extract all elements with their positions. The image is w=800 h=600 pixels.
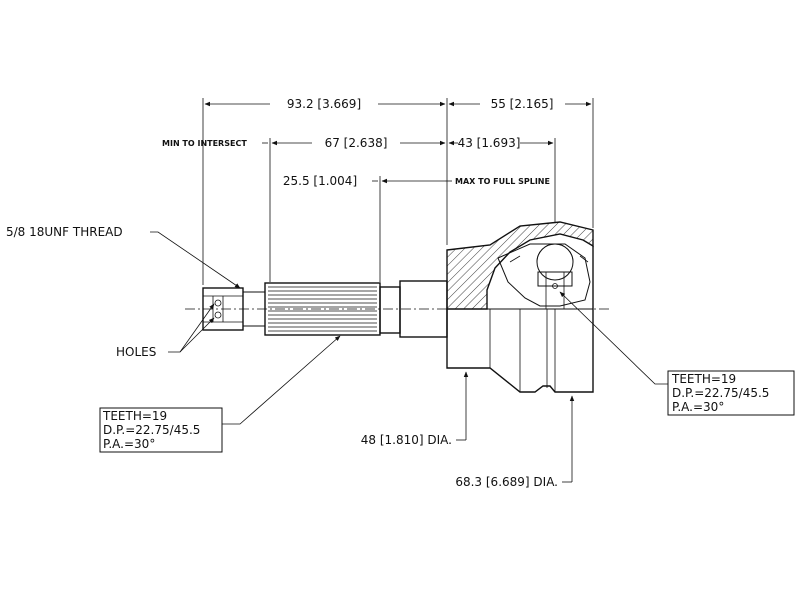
spline-left-dp: D.P.=22.75/45.5 [103,423,200,437]
spline-right-teeth: TEETH=19 [671,372,736,386]
dim-min-to-intersect-label: MIN TO INTERSECT [162,139,247,148]
dim-max-to-full-spline-label: MAX TO FULL SPLINE [455,177,550,186]
joint-body-lower [446,309,594,393]
thread-note: 5/8 18UNF THREAD [6,225,123,239]
cage-window [537,271,573,287]
dim-spline-length: 25.5 [1.004] [283,174,357,188]
joint-body-section [446,221,594,310]
hole-lower-icon [214,311,222,319]
spline-spec-right: TEETH=19 D.P.=22.75/45.5 P.A.=30° [667,370,795,416]
dim-neck-dia: 48 [1.810] DIA. [361,433,452,447]
spline-teeth [268,286,377,332]
hole-upper-icon [214,299,222,307]
spline-left-pa: P.A.=30° [103,437,155,451]
dim-overall-left: 93.2 [3.669] [287,97,361,111]
spline-right-dp: D.P.=22.75/45.5 [672,386,769,400]
holes-note: HOLES [116,345,156,359]
dimension-lines [150,101,668,483]
dim-overall-right: 55 [2.165] [491,97,554,111]
shaft-shoulder [379,286,401,334]
extension-lines [202,98,594,285]
dim-right-inner: 43 [1.693] [458,136,521,150]
spline-left-teeth: TEETH=19 [102,409,167,423]
spline-spec-left: TEETH=19 D.P.=22.75/45.5 P.A.=30° [99,407,223,453]
dim-min-to-intersect-value: 67 [2.638] [325,136,388,150]
shaft-part [185,221,612,393]
spline-right-pa: P.A.=30° [672,400,724,414]
inner-race [497,243,591,307]
dim-outer-dia: 68.3 [6.689] DIA. [455,475,558,489]
dimension-labels: 93.2 [3.669] 55 [2.165] MIN TO INTERSECT… [6,97,558,489]
